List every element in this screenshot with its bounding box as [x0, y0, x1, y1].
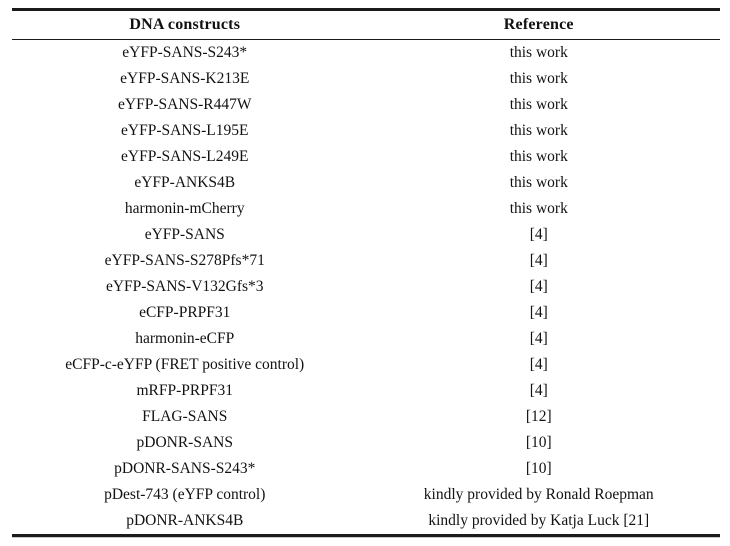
- reference-cell: this work: [509, 44, 568, 61]
- construct-cell: eYFP-SANS-K213E: [120, 70, 250, 87]
- construct-cell: pDest-743 (eYFP control): [104, 486, 266, 503]
- construct-cell: pDONR-ANKS4B: [126, 512, 244, 529]
- construct-cell: eYFP-SANS-S243*: [122, 44, 248, 61]
- construct-cell: eYFP-ANKS4B: [134, 174, 236, 191]
- table-row: eYFP-SANS-V132Gfs*3 [4]: [12, 274, 720, 300]
- table-row: eCFP-PRPF31 [4]: [12, 300, 720, 326]
- table-row: eYFP-SANS [4]: [12, 222, 720, 248]
- table-row: FLAG-SANS [12]: [12, 404, 720, 430]
- reference-cell: [4]: [529, 278, 548, 295]
- construct-cell: eYFP-SANS: [144, 226, 225, 243]
- table-row: eYFP-SANS-L195E this work: [12, 118, 720, 144]
- reference-cell: [4]: [529, 330, 548, 347]
- reference-cell: this work: [509, 122, 568, 139]
- construct-cell: pDONR-SANS: [136, 434, 233, 451]
- column-header-dna-constructs: DNA constructs: [129, 16, 241, 33]
- table-row: eYFP-SANS-K213E this work: [12, 66, 720, 92]
- reference-cell: [4]: [529, 304, 548, 321]
- construct-cell: eCFP-PRPF31: [139, 304, 231, 321]
- construct-cell: eYFP-SANS-R447W: [118, 96, 252, 113]
- reference-cell: [10]: [525, 434, 552, 451]
- table-header-row: DNA constructs Reference: [12, 10, 720, 40]
- construct-cell: FLAG-SANS: [142, 408, 228, 425]
- reference-cell: [4]: [529, 382, 548, 399]
- reference-cell: [4]: [529, 356, 548, 373]
- table-row: eYFP-SANS-R447W this work: [12, 92, 720, 118]
- table-row: pDest-743 (eYFP control) kindly provided …: [12, 482, 720, 508]
- table-body: eYFP-SANS-S243* this work eYFP-SANS-K213E t…: [12, 40, 720, 536]
- construct-cell: harmonin-eCFP: [135, 330, 235, 347]
- reference-cell: this work: [509, 200, 568, 217]
- table-row: eYFP-SANS-L249E this work: [12, 144, 720, 170]
- reference-cell: [4]: [529, 226, 548, 243]
- table-row: harmonin-eCFP [4]: [12, 326, 720, 352]
- table-row: harmonin-mCherry this work: [12, 196, 720, 222]
- construct-cell: eYFP-SANS-S278Pfs*71: [104, 252, 265, 269]
- reference-cell: kindly provided by Katja Luck [21]: [428, 512, 650, 529]
- construct-cell: pDONR-SANS-S243*: [114, 460, 256, 477]
- table-row: pDONR-SANS-S243* [10]: [12, 456, 720, 482]
- table-row: eYFP-SANS-S278Pfs*71 [4]: [12, 248, 720, 274]
- construct-cell: eYFP-SANS-L195E: [121, 122, 249, 139]
- reference-cell: [4]: [529, 252, 548, 269]
- construct-cell: eCFP-c-eYFP (FRET positive control): [65, 356, 305, 373]
- column-header-reference: Reference: [503, 16, 574, 33]
- reference-cell: this work: [509, 174, 568, 191]
- table-row: mRFP-PRPF31 [4]: [12, 378, 720, 404]
- construct-cell: mRFP-PRPF31: [136, 382, 234, 399]
- reference-cell: this work: [509, 148, 568, 165]
- construct-cell: harmonin-mCherry: [124, 200, 245, 217]
- table-row: pDONR-ANKS4B kindly provided by Katja Luc…: [12, 508, 720, 536]
- table-row: eYFP-ANKS4B this work: [12, 170, 720, 196]
- reference-cell: [10]: [525, 460, 552, 477]
- reference-cell: kindly provided by Ronald Roepman: [423, 486, 654, 503]
- reference-cell: this work: [509, 96, 568, 113]
- construct-cell: eYFP-SANS-V132Gfs*3: [105, 278, 264, 295]
- table-row: eYFP-SANS-S243* this work: [12, 40, 720, 67]
- construct-cell: eYFP-SANS-L249E: [121, 148, 249, 165]
- reference-cell: this work: [509, 70, 568, 87]
- table-row: eCFP-c-eYFP (FRET positive control) [4]: [12, 352, 720, 378]
- dna-constructs-table: DNA constructs Reference eYFP-SANS-S243*…: [12, 8, 720, 537]
- table-row: pDONR-SANS [10]: [12, 430, 720, 456]
- reference-cell: [12]: [525, 408, 552, 425]
